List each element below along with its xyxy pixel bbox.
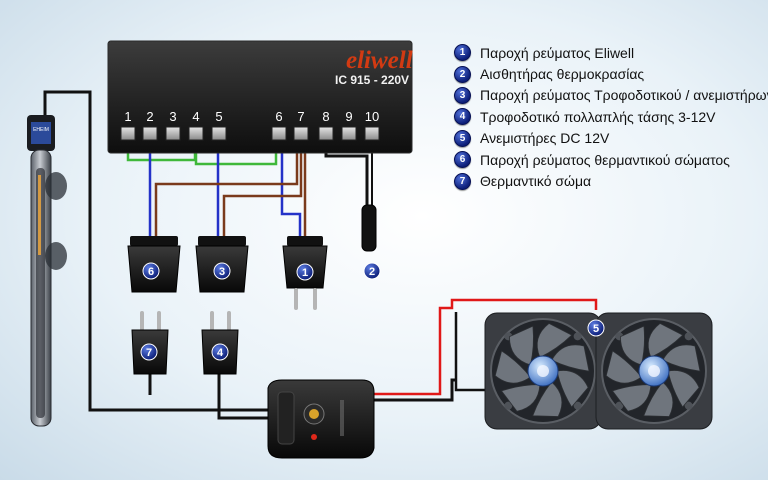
- fans: [484, 312, 713, 430]
- led-indicator: [311, 434, 317, 440]
- terminal-label: 4: [192, 109, 199, 124]
- terminal-screw: [188, 126, 204, 141]
- legend-number: 4: [454, 108, 471, 126]
- badge-plug-psu: 4: [217, 347, 224, 359]
- badge-plug-mains: 1: [302, 267, 308, 279]
- heater-brand: EHEIM: [33, 127, 49, 133]
- power-supply-adapter: [267, 379, 375, 459]
- legend-number: 7: [454, 172, 471, 190]
- terminal-label: 3: [169, 109, 176, 124]
- terminal-label: 5: [215, 109, 222, 124]
- terminal-screw: [142, 126, 158, 141]
- legend: 1 Παροχή ρεύματος Eliwell 2 Αισθητήρας θερμ…: [454, 42, 768, 192]
- legend-number: 2: [454, 65, 471, 83]
- badge-socket-heater: 6: [148, 266, 154, 278]
- badge-plug-heater: 7: [146, 347, 152, 359]
- terminal-label: 7: [297, 109, 304, 124]
- legend-item: 7 Θερμαντικό σώμα: [454, 170, 764, 191]
- legend-number: 1: [454, 44, 471, 62]
- legend-item: 6 Παροχή ρεύματος θερμαντικού σώματος: [454, 149, 764, 170]
- terminal-screw: [318, 126, 334, 141]
- badge-circle: [296, 263, 314, 281]
- temperature-sensor: [361, 204, 377, 252]
- legend-item: 3 Παροχή ρεύματος Τροφοδοτικού / ανεμιστή…: [454, 85, 768, 106]
- aquarium-heater: EHEIM: [27, 115, 67, 427]
- terminal-label: 9: [345, 109, 352, 124]
- controller-model: IC 915 - 220V: [335, 73, 409, 87]
- terminal-label: 8: [322, 109, 329, 124]
- badge-circle: [587, 319, 605, 337]
- controller-brand: eliwell: [346, 47, 413, 74]
- terminal-screw: [120, 126, 136, 141]
- legend-item: 2 Αισθητήρας θερμοκρασίας: [454, 63, 764, 84]
- badge-circle: [363, 262, 381, 280]
- badge-circle: [211, 343, 229, 361]
- legend-text: Ανεμιστήρες DC 12V: [480, 130, 610, 147]
- terminal-label: 10: [365, 109, 379, 124]
- terminal-label: 6: [275, 109, 282, 124]
- fan: [484, 312, 602, 430]
- terminal-screw: [211, 126, 227, 141]
- legend-text: Παροχή ρεύματος θερμαντικού σώματος: [480, 151, 730, 168]
- badge-socket-psu: 3: [219, 266, 225, 278]
- suction-cup: [45, 172, 67, 200]
- terminal-label: 2: [146, 109, 153, 124]
- legend-text: Παροχή ρεύματος Τροφοδοτικού / ανεμιστήρ…: [480, 87, 768, 104]
- plug-psu: [201, 311, 239, 375]
- terminal-screw: [341, 126, 357, 141]
- terminal-screw: [165, 126, 181, 141]
- legend-number: 3: [454, 86, 471, 104]
- badge-fans: 5: [593, 323, 599, 335]
- legend-text: Τροφοδοτικό πολλαπλής τάσης 3-12V: [480, 108, 716, 125]
- legend-item: 5 Ανεμιστήρες DC 12V: [454, 128, 764, 149]
- terminal-screw: [364, 126, 380, 141]
- legend-number: 6: [454, 151, 471, 169]
- legend-text: Παροχή ρεύματος Eliwell: [480, 44, 635, 61]
- callout-badges: 6 3 1 2 5 7 4: [140, 262, 605, 361]
- terminal-label: 1: [124, 109, 131, 124]
- badge-circle: [213, 262, 231, 280]
- plug-heater: [131, 311, 169, 375]
- legend-item: 1 Παροχή ρεύματος Eliwell: [454, 42, 764, 63]
- terminal-screw: [293, 126, 309, 141]
- legend-text: Θερμαντικό σώμα: [480, 173, 592, 190]
- legend-number: 5: [454, 129, 471, 147]
- badge-sensor: 2: [369, 266, 375, 278]
- badge-circle: [140, 343, 158, 361]
- suction-cup: [45, 242, 67, 270]
- legend-text: Αισθητήρας θερμοκρασίας: [480, 66, 645, 83]
- fan: [595, 312, 713, 430]
- terminal-screw: [271, 126, 287, 141]
- voltage-dial: [309, 409, 319, 419]
- legend-item: 4 Τροφοδοτικό πολλαπλής τάσης 3-12V: [454, 106, 764, 127]
- badge-circle: [142, 262, 160, 280]
